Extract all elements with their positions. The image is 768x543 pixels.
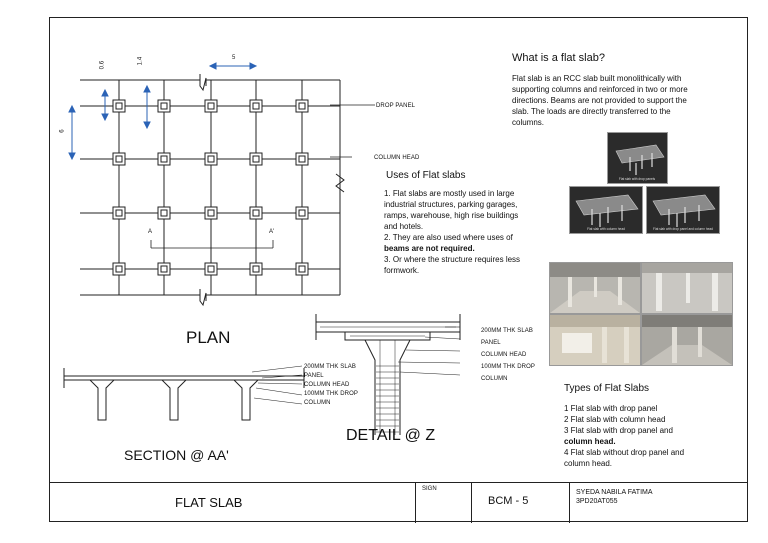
what-is-line: Flat slab is an RCC slab built monolithi… (512, 74, 682, 83)
column (115, 265, 123, 273)
uses-line: 2. They are also used where uses of (384, 233, 513, 242)
drawing-title: FLAT SLAB (175, 495, 243, 510)
section-callout: COLUMN HEAD (304, 382, 350, 388)
detail-callout: 200MM THK SLAB (481, 328, 533, 334)
detail-drawing (315, 314, 461, 435)
column (298, 265, 306, 273)
what-is-line: supporting columns and reinforced in two… (512, 85, 688, 94)
flat-slab-drop-panel-column-head-image: Flat slab with drop panel and column hea… (646, 186, 720, 234)
column (115, 155, 123, 163)
uses-line: 3. Or where the structure requires less (384, 255, 521, 264)
photo-interior-3 (549, 314, 641, 366)
column (115, 209, 123, 217)
uses-line: beams are not required. (384, 244, 475, 253)
uses-line: 1. Flat slabs are mostly used in large (384, 189, 515, 198)
student-cell: SYEDA NABILA FATIMA 3PD20AT055 (569, 483, 749, 523)
uses-line: industrial structures, parking garages, (384, 200, 518, 209)
section-callouts: 200MM THK SLAB PANEL COLUMN HEAD 100MM T… (304, 363, 358, 408)
plan-dim-left-3: 6 (59, 129, 66, 133)
plan-leaders (330, 104, 375, 158)
types-line: 4 Flat slab without drop panel and (564, 448, 685, 457)
column (207, 102, 215, 110)
drop-panel-label: DROP PANEL (376, 103, 416, 109)
plan-drawing (68, 62, 345, 307)
column (252, 209, 260, 217)
section-callout: PANEL (304, 373, 324, 379)
types-line: 2 Flat slab with column head (564, 415, 666, 424)
course-code: BCM - 5 (488, 495, 529, 507)
img2-caption: Flat slab with column head (587, 227, 625, 231)
plan-dim-left-1: 0.6 (99, 60, 106, 70)
types-line: 1 Flat slab with drop panel (564, 404, 658, 413)
what-is-line: columns. (512, 118, 545, 127)
column (298, 102, 306, 110)
detail-callout: PANEL (481, 340, 501, 346)
types-text: 1 Flat slab with drop panel 2 Flat slab … (564, 403, 734, 469)
section-drawing (63, 365, 305, 421)
column-head-label: COLUMN HEAD (374, 155, 420, 161)
detail-callout: 100MM THK DROP (481, 364, 535, 370)
flat-slab-drop-panel-image: Flat slab with drop panels (607, 132, 668, 184)
uses-line: formwork. (384, 266, 420, 275)
detail-title: DETAIL @ Z (346, 427, 436, 444)
column (160, 155, 168, 163)
column (252, 155, 260, 163)
column (160, 209, 168, 217)
column (252, 265, 260, 273)
types-line: 3 Flat slab with drop panel and (564, 426, 673, 435)
section-column (88, 379, 116, 421)
column (207, 155, 215, 163)
detail-callout: COLUMN HEAD (481, 352, 527, 358)
detail-callout: COLUMN (481, 376, 508, 382)
sign-cell: SIGN (415, 483, 472, 523)
photo-interior-1 (549, 262, 641, 314)
uses-text: 1. Flat slabs are mostly used in large i… (384, 188, 549, 276)
drawing-sheet-border (49, 17, 748, 522)
uses-line: ramps, warehouse, high rise buildings (384, 211, 519, 220)
plan-dim-top: 5 (232, 55, 236, 61)
plan-cut-a-prime: A' (269, 229, 275, 235)
plan-dim-left-2: 1.4 (137, 56, 144, 66)
types-title: Types of Flat Slabs (564, 383, 650, 394)
section-callout: 200MM THK SLAB (304, 364, 356, 370)
sign-label: SIGN (422, 486, 437, 492)
plan-cut-a: A (148, 229, 153, 235)
uses-title: Uses of Flat slabs (386, 170, 466, 181)
student-name: SYEDA NABILA FATIMA (576, 489, 653, 496)
what-is-line: directions. Beams are not provided to su… (512, 96, 687, 105)
column (298, 209, 306, 217)
photo-interior-2 (641, 262, 733, 314)
column (160, 265, 168, 273)
section-column (232, 379, 260, 421)
column (298, 155, 306, 163)
uses-line: and hotels. (384, 222, 424, 231)
section-title: SECTION @ AA' (124, 447, 229, 463)
types-line: column head. (564, 459, 613, 468)
flat-slab-column-head-image: Flat slab with column head (569, 186, 643, 234)
img3-caption: Flat slab with drop panel and column hea… (653, 227, 713, 231)
section-callout: COLUMN (304, 400, 331, 406)
types-line: column head. (564, 437, 616, 446)
course-cell: BCM - 5 (471, 483, 570, 523)
section-column (160, 379, 188, 421)
column (252, 102, 260, 110)
photo-interior-4 (641, 314, 733, 366)
detail-callouts: 200MM THK SLAB PANEL COLUMN HEAD 100MM T… (481, 325, 535, 385)
what-is-title: What is a flat slab? (512, 52, 605, 64)
what-is-line: slab. The loads are directly transferred… (512, 107, 671, 116)
column (207, 265, 215, 273)
student-id: 3PD20AT055 (576, 498, 618, 505)
section-callout: 100MM THK DROP (304, 391, 358, 397)
img1-caption: Flat slab with drop panels (619, 177, 656, 181)
title-block: FLAT SLAB SIGN BCM - 5 SYEDA NABILA FATI… (49, 482, 748, 523)
column (207, 209, 215, 217)
column (115, 102, 123, 110)
plan-title: PLAN (186, 328, 231, 347)
column (160, 102, 168, 110)
what-is-text: Flat slab is an RCC slab built monolithi… (512, 73, 742, 128)
